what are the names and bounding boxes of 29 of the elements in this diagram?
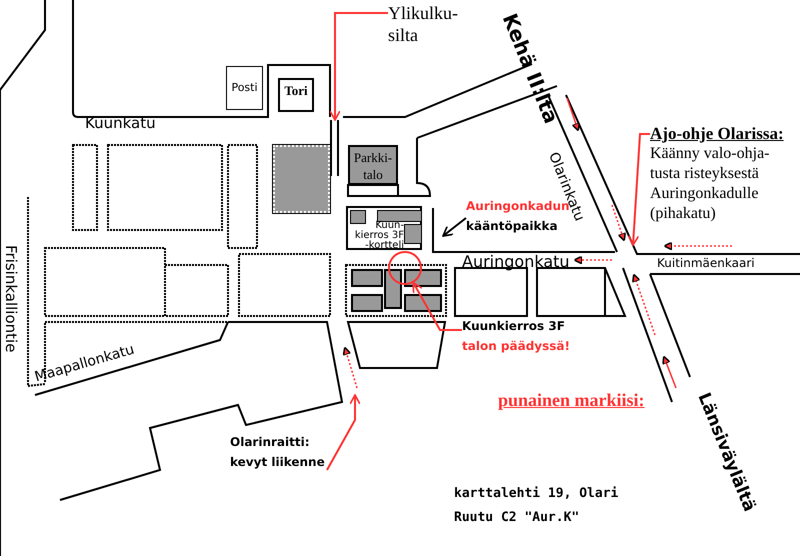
street-name: Auringonkatu [462, 252, 570, 271]
note-heading: punainen markiisi: [498, 390, 645, 411]
street-name: Kuitinmäenkaari [657, 256, 755, 270]
note-heading: Ajo-ohje Olarissa: [650, 124, 785, 144]
leader-line [329, 12, 388, 121]
building-name: Parkki- talo [352, 149, 394, 183]
building-name: Kuun- kierros 3F -kortteli [354, 221, 404, 251]
leader-line [412, 282, 462, 331]
building [278, 78, 314, 112]
footbridge [330, 120, 339, 176]
leader-line [442, 217, 467, 237]
street-name: Frisinkalliontie [2, 245, 20, 352]
note-text: Ruutu C2 "Aur.K" [454, 510, 580, 525]
callout-text: talon päädyssä! [462, 338, 571, 355]
leader-line [628, 133, 650, 246]
callout-text: Olarinraitti: kevyt liikenne [230, 434, 326, 471]
city-block [346, 206, 422, 250]
callout-text: Ylikulku- silta [388, 2, 459, 46]
street-name: Kuunkatu [85, 114, 156, 132]
building-name: Posti [230, 80, 259, 96]
highlight-circle [388, 251, 422, 285]
street-name: Kehä II:lta [498, 10, 564, 127]
building [226, 66, 263, 110]
note-text: karttalehti 19, Olari [454, 486, 618, 501]
leader-line [326, 394, 361, 470]
building [273, 145, 330, 213]
callout-text: Kuunkierros 3F [462, 318, 566, 335]
building-name: Tori [283, 82, 309, 99]
note-text: Käänny valo-ohja- tusta risteyksestä Auringonkadulle (pihakatu) [650, 144, 771, 224]
